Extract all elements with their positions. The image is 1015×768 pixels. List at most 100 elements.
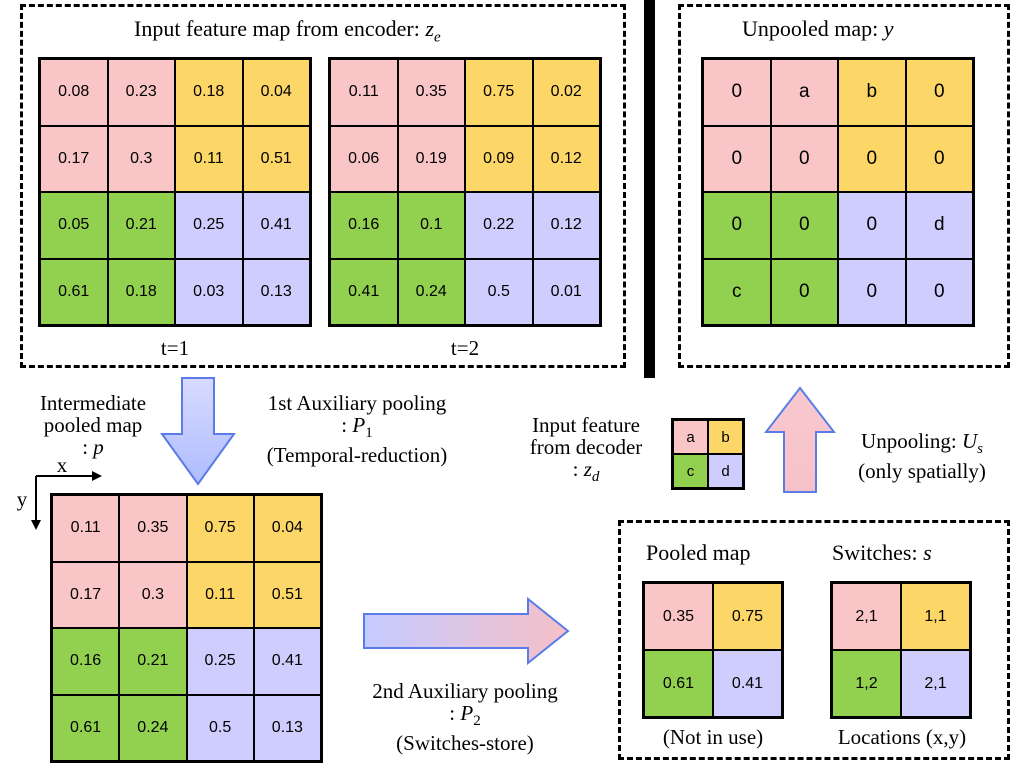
grid-cell: 0.41 bbox=[330, 258, 398, 325]
grid-cell: 0.75 bbox=[186, 495, 254, 562]
unpooled-map-box bbox=[678, 4, 1010, 368]
grid-cell: 0.75 bbox=[713, 583, 782, 650]
grid-cell: 0 bbox=[770, 192, 838, 259]
grid-cell: 0.35 bbox=[397, 59, 465, 126]
grid-cell: 0.25 bbox=[175, 192, 243, 259]
grid-cell: 2,1 bbox=[901, 650, 970, 717]
grid-cell: 0.24 bbox=[119, 694, 187, 761]
pooled-caption: (Not in use) bbox=[662, 725, 764, 749]
t2-label: t=2 bbox=[450, 336, 480, 360]
up-arrow bbox=[764, 386, 836, 493]
grid-cell: 0.18 bbox=[107, 258, 175, 325]
grid-cell: 0.01 bbox=[532, 258, 600, 325]
grid-cell: 0.41 bbox=[713, 650, 782, 717]
grid-cell: 0.06 bbox=[330, 125, 398, 192]
grid-cell: 0.16 bbox=[52, 628, 120, 695]
grid-cell: 0.11 bbox=[186, 561, 254, 628]
grid-cell: 0.17 bbox=[40, 125, 108, 192]
grid-cell: 0.35 bbox=[119, 495, 187, 562]
grid-cell: 0.23 bbox=[107, 59, 175, 126]
unpooled-box-title: Unpooled map: y bbox=[742, 16, 894, 41]
grid-cell: 0.75 bbox=[465, 59, 533, 126]
grid-cell: 0.5 bbox=[186, 694, 254, 761]
down-arrow bbox=[160, 377, 236, 486]
encoder-input-box bbox=[20, 4, 626, 368]
encoder-box-title: Input feature map from encoder: ze bbox=[134, 16, 441, 46]
decoder-input-label: Input feature from decoder : zd bbox=[529, 413, 643, 486]
grid-cell: 0.08 bbox=[40, 59, 108, 126]
grid-cell: 0.41 bbox=[253, 628, 321, 695]
grid-cell: c bbox=[703, 258, 771, 325]
grid-cell: a bbox=[770, 59, 838, 126]
grid-cell: 0.35 bbox=[644, 583, 713, 650]
pooled-map-title: Pooled map bbox=[646, 540, 751, 565]
grid-cell: 0 bbox=[703, 59, 771, 126]
grid-cell: 0.12 bbox=[532, 125, 600, 192]
grid-cell: 0.51 bbox=[253, 561, 321, 628]
grid-cell: 0.11 bbox=[330, 59, 398, 126]
grid-cell: 0.13 bbox=[253, 694, 321, 761]
grid-cell: 0 bbox=[770, 258, 838, 325]
switches-caption: Locations (x,y) bbox=[837, 725, 967, 749]
grid-cell: 0.11 bbox=[175, 125, 243, 192]
grid-cell: c bbox=[673, 454, 708, 488]
grid-cell: 0.03 bbox=[175, 258, 243, 325]
unpooling-label: Unpooling: Us (only spatially) bbox=[858, 429, 986, 484]
grid-cell: 0 bbox=[905, 125, 973, 192]
grid-cell: 0 bbox=[838, 125, 906, 192]
grid-cell: 0.1 bbox=[397, 192, 465, 259]
grid-cell: 0.21 bbox=[107, 192, 175, 259]
grid-cell: 0.24 bbox=[397, 258, 465, 325]
grid-cell: 0.61 bbox=[52, 694, 120, 761]
grid-cell: 0.3 bbox=[119, 561, 187, 628]
grid-cell: 0.41 bbox=[242, 192, 310, 259]
grid-cell: 0.61 bbox=[40, 258, 108, 325]
grid-cell: 0.16 bbox=[330, 192, 398, 259]
grid-cell: 0.5 bbox=[465, 258, 533, 325]
grid-cell: 0.22 bbox=[465, 192, 533, 259]
grid-cell: 0 bbox=[838, 258, 906, 325]
grid-cell: 0.19 bbox=[397, 125, 465, 192]
grid-cell: a bbox=[673, 420, 708, 454]
aux-pooling-1-label: 1st Auxiliary pooling : P1 (Temporal-red… bbox=[266, 391, 448, 468]
grid-cell: 0 bbox=[838, 192, 906, 259]
grid-cell: d bbox=[905, 192, 973, 259]
grid-cell: 1,2 bbox=[832, 650, 901, 717]
grid-cell: 0.18 bbox=[175, 59, 243, 126]
right-arrow bbox=[363, 596, 570, 666]
grid-cell: 0 bbox=[770, 125, 838, 192]
switches-title: Switches: s bbox=[832, 540, 932, 565]
grid-cell: 0.17 bbox=[52, 561, 120, 628]
grid-cell: 0.12 bbox=[532, 192, 600, 259]
grid-cell: 0.25 bbox=[186, 628, 254, 695]
grid-cell: 0.09 bbox=[465, 125, 533, 192]
xy-axes bbox=[31, 471, 102, 530]
grid-cell: 0.02 bbox=[532, 59, 600, 126]
aux-pooling-2-label: 2nd Auxiliary pooling : P2 (Switches-sto… bbox=[372, 679, 558, 756]
grid-cell: 0.11 bbox=[52, 495, 120, 562]
grid-cell: 0 bbox=[905, 258, 973, 325]
grid-cell: 0.21 bbox=[119, 628, 187, 695]
grid-cell: 0.05 bbox=[40, 192, 108, 259]
separator-bar bbox=[644, 0, 655, 378]
grid-cell: 0.04 bbox=[253, 495, 321, 562]
grid-cell: 0.51 bbox=[242, 125, 310, 192]
grid-cell: d bbox=[708, 454, 743, 488]
grid-cell: 0.13 bbox=[242, 258, 310, 325]
grid-cell: b bbox=[838, 59, 906, 126]
grid-cell: 0.3 bbox=[107, 125, 175, 192]
axis-y-label: y bbox=[16, 487, 28, 511]
grid-cell: 0 bbox=[905, 59, 973, 126]
grid-cell: b bbox=[708, 420, 743, 454]
grid-cell: 1,1 bbox=[901, 583, 970, 650]
grid-cell: 0 bbox=[703, 192, 771, 259]
grid-cell: 0.61 bbox=[644, 650, 713, 717]
axis-x-label: x bbox=[56, 453, 68, 477]
grid-cell: 2,1 bbox=[832, 583, 901, 650]
grid-cell: 0.04 bbox=[242, 59, 310, 126]
